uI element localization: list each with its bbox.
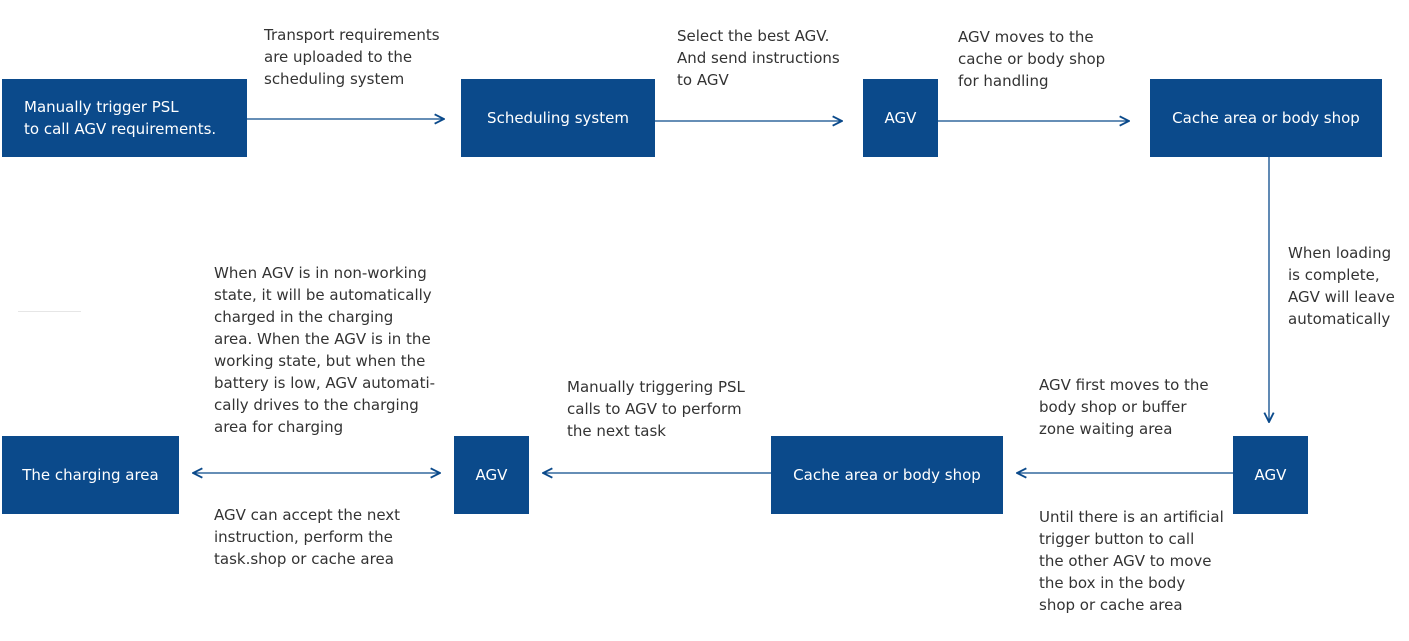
label-next-task: Manually triggering PSL calls to AGV to … [567,378,745,440]
box-manual-trigger-psl: Manually trigger PSL to call AGV require… [2,79,247,157]
divider-line [18,311,81,312]
box-charging-area-text: The charging area [22,466,159,484]
box-cache-top: Cache area or body shop [1150,79,1382,157]
box-agv-top-text: AGV [884,109,917,127]
box-agv-bottom: AGV [454,436,529,514]
label-upload: Transport requirements are uploaded to t… [264,26,440,88]
label-non-working: When AGV is in non-working state, it wil… [214,264,436,436]
label-until-trigger: Until there is an artificial trigger but… [1039,508,1224,614]
box-scheduling-system: Scheduling system [461,79,655,157]
label-select-agv: Select the best AGV. And send instructio… [677,27,840,89]
box-agv-bottom-text: AGV [475,466,508,484]
box-cache-top-text: Cache area or body shop [1172,109,1360,127]
box-agv-right: AGV [1233,436,1308,514]
label-first-moves: AGV first moves to the body shop or buff… [1039,376,1209,438]
box-manual-trigger-psl-text: Manually trigger PSL to call AGV require… [24,98,217,138]
box-agv-right-text: AGV [1254,466,1287,484]
box-charging-area: The charging area [2,436,179,514]
label-loading-complete: When loading is complete, AGV will leave… [1288,244,1395,328]
box-agv-top: AGV [863,79,938,157]
label-accept-instruction: AGV can accept the next instruction, per… [214,506,401,568]
label-agv-moves: AGV moves to the cache or body shop for … [958,28,1106,90]
box-cache-bottom: Cache area or body shop [771,436,1003,514]
box-scheduling-system-text: Scheduling system [487,109,629,127]
box-cache-bottom-text: Cache area or body shop [793,466,981,484]
